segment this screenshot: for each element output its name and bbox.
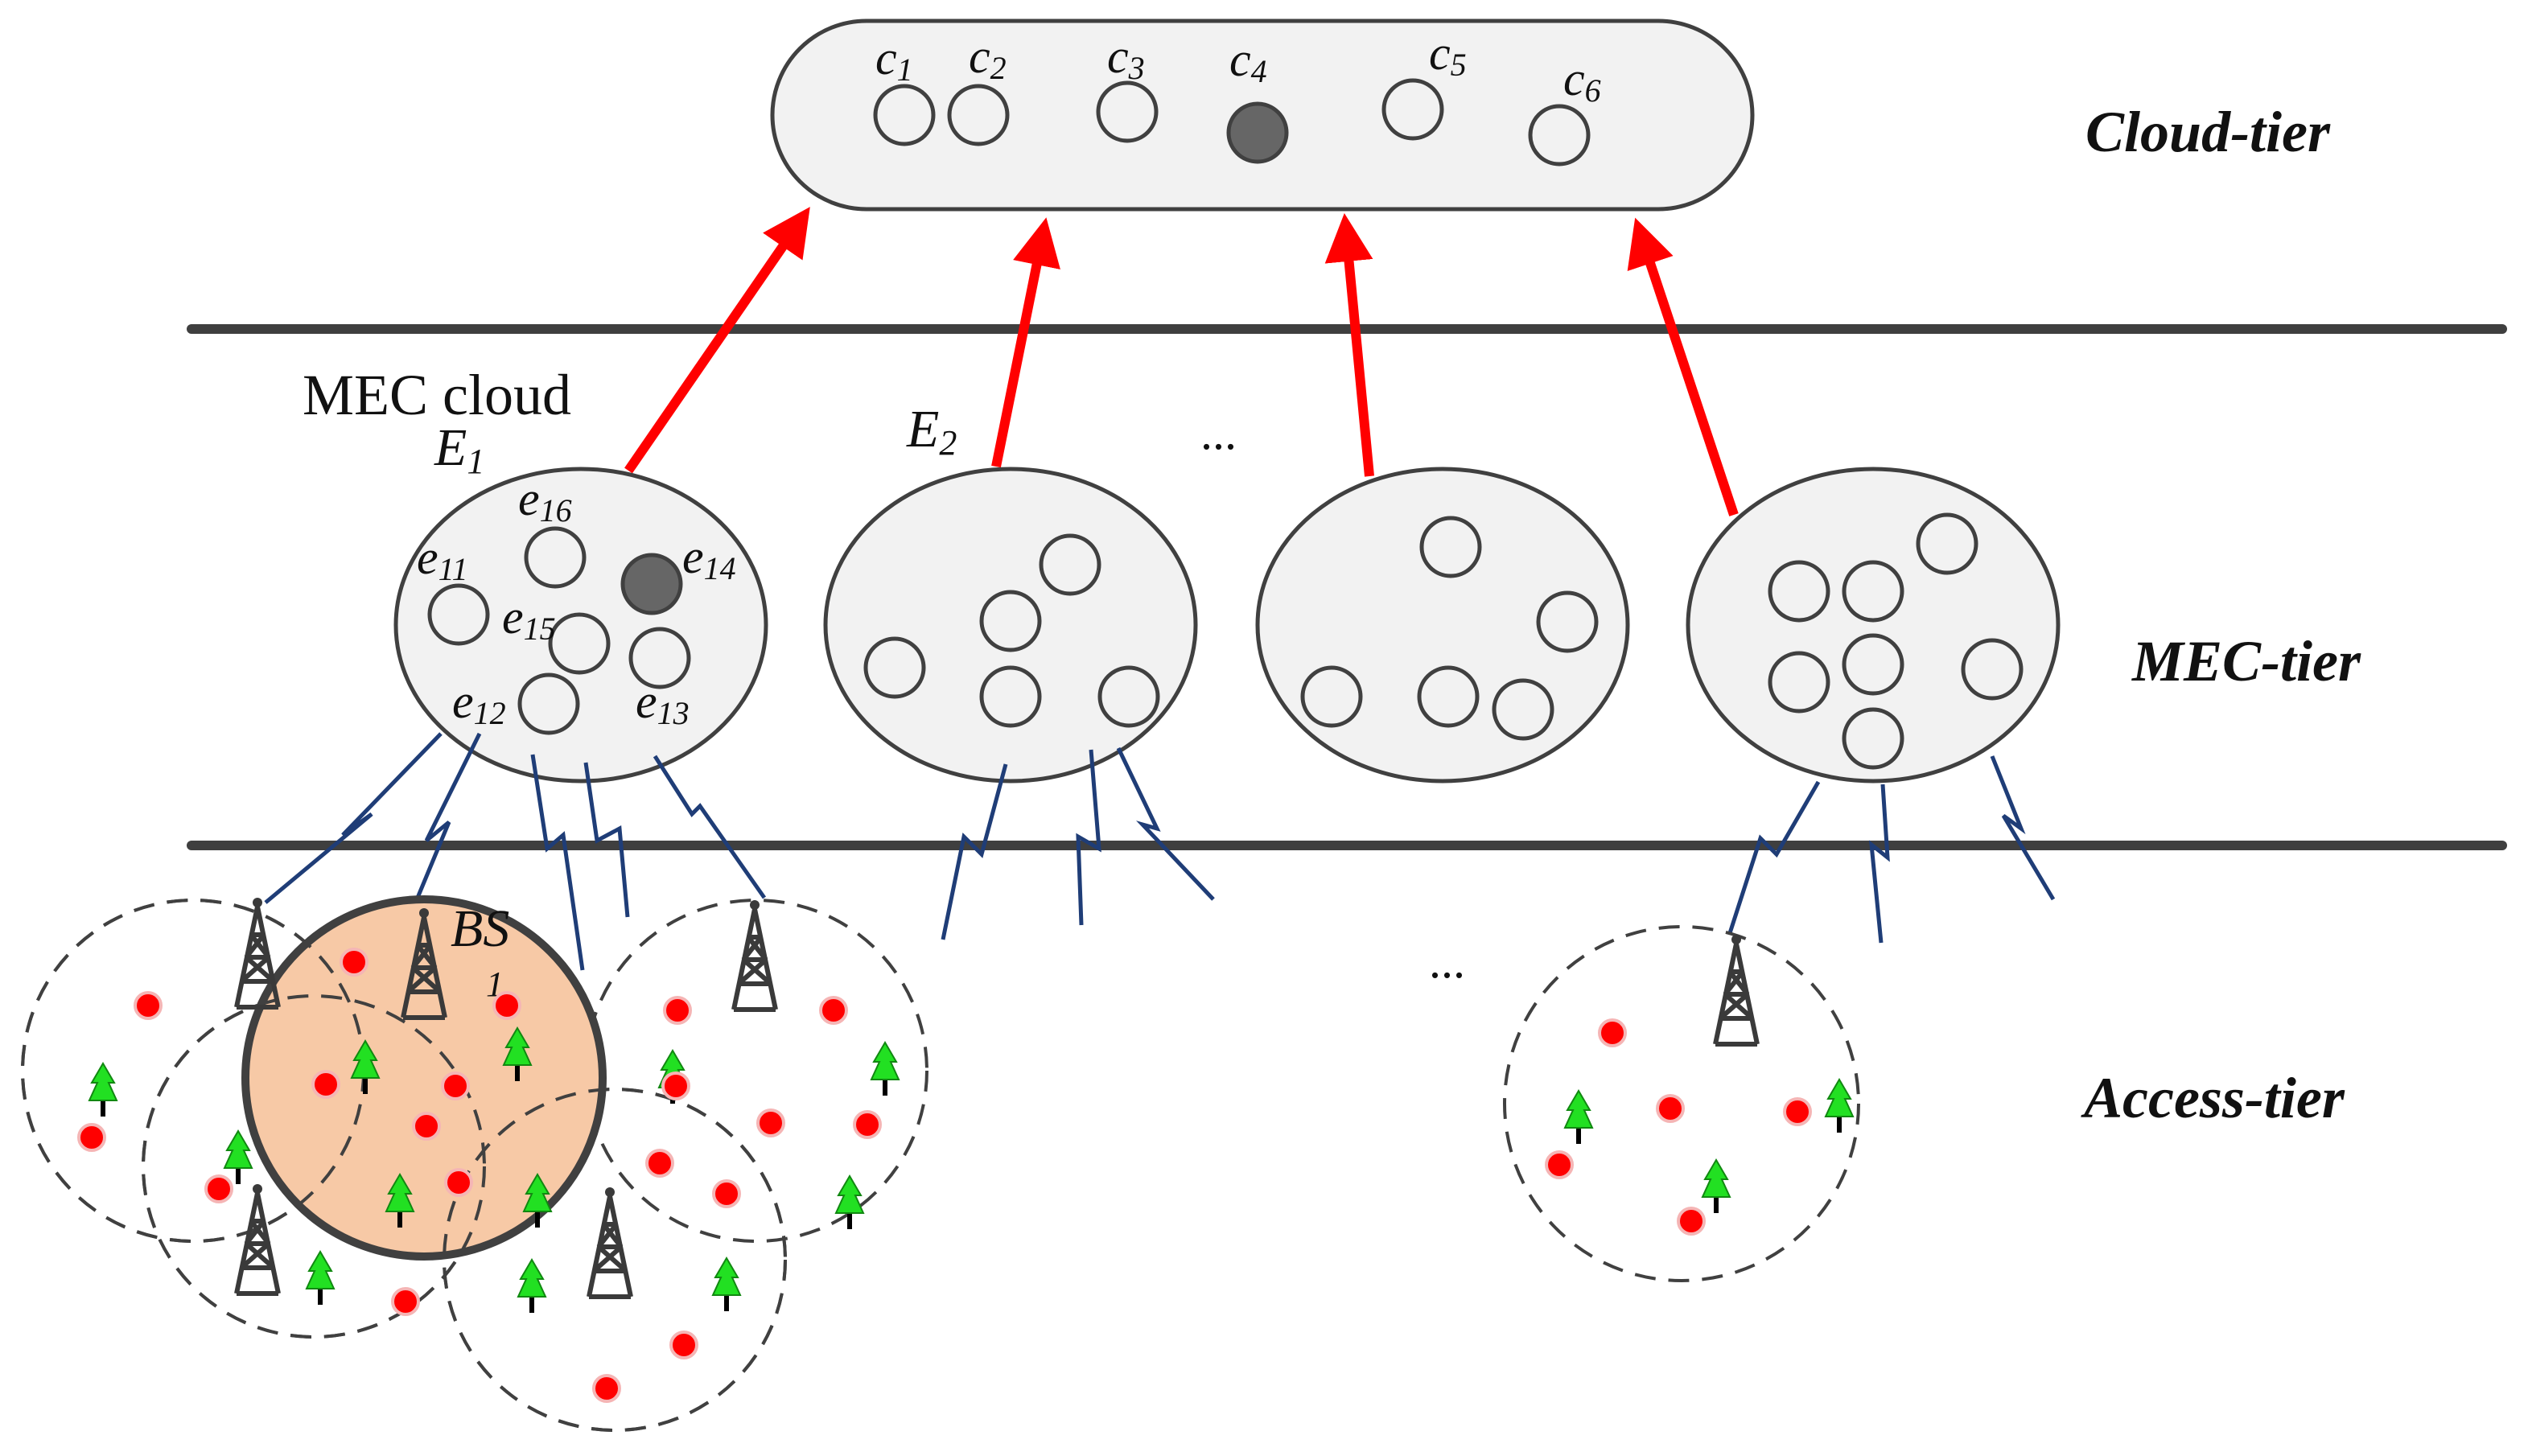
svg-text:c1: c1 bbox=[875, 31, 913, 88]
tier-label-cloud: Cloud-tier bbox=[2085, 100, 2331, 164]
cloud-node-2: c2 bbox=[947, 30, 1010, 146]
edge-node bbox=[1097, 665, 1160, 728]
edge-node bbox=[1842, 707, 1904, 770]
edge-node bbox=[1768, 560, 1830, 623]
edge-node bbox=[979, 665, 1042, 728]
svg-text:c6: c6 bbox=[1563, 52, 1601, 109]
edge-node-e15: e15 bbox=[502, 590, 611, 675]
cloud-node-label: c bbox=[1229, 33, 1251, 86]
cloud-node-1: c1 bbox=[873, 31, 936, 146]
mec-cloud-e3 bbox=[1255, 467, 1630, 784]
edge-node-e14: e14 bbox=[620, 530, 736, 615]
svg-text:c4: c4 bbox=[1229, 33, 1267, 89]
mec-cloud-title: MEC cloud bbox=[303, 363, 571, 427]
edge-node-e12: e12 bbox=[452, 672, 580, 735]
edge-node-e11: e11 bbox=[417, 531, 490, 646]
svg-text:e13: e13 bbox=[636, 675, 690, 731]
uplink-arrow-3 bbox=[1324, 213, 1374, 477]
edge-node bbox=[1039, 533, 1101, 596]
cloud-node-subscript: 2 bbox=[990, 50, 1007, 86]
uplink-arrow-1 bbox=[624, 207, 810, 474]
svg-text:e11: e11 bbox=[417, 531, 468, 587]
svg-text:e15: e15 bbox=[502, 590, 556, 647]
cloud-node-subscript: 1 bbox=[897, 51, 913, 88]
edge-node bbox=[1419, 516, 1482, 578]
cloud-node-subscript: 5 bbox=[1451, 47, 1467, 83]
mec-cloud-label-e2: E2 bbox=[906, 400, 957, 463]
edge-node bbox=[1417, 665, 1480, 728]
mec-cloud-e1: e11 e12 e13 e14 e15 e16 bbox=[393, 467, 768, 784]
mec-cloud-e4 bbox=[1686, 467, 2061, 784]
cloud-node-6: c6 bbox=[1528, 52, 1601, 167]
cloud-datacenter: c1 c2 c3 c4 c5 c6 bbox=[770, 19, 1755, 212]
uplink-arrow-2 bbox=[991, 217, 1060, 468]
uplink-arrow-4 bbox=[1627, 217, 1739, 516]
cloud-node-label: c bbox=[1429, 27, 1451, 80]
edge-node bbox=[1961, 638, 2024, 701]
edge-node bbox=[863, 636, 926, 699]
edge-node bbox=[979, 590, 1042, 652]
cloud-node-4: c4 bbox=[1226, 33, 1289, 164]
svg-text:c3: c3 bbox=[1107, 30, 1145, 86]
access-ellipsis: ... bbox=[1429, 935, 1465, 988]
edge-node bbox=[1842, 560, 1904, 623]
edge-node bbox=[1300, 665, 1363, 728]
edge-node bbox=[1768, 651, 1830, 714]
cloud-node-label: c bbox=[1107, 30, 1129, 83]
edge-node-e13: e13 bbox=[628, 627, 691, 731]
cloud-node-subscript: 4 bbox=[1251, 53, 1267, 89]
mec-cloud-label-e1: E1 bbox=[434, 418, 484, 481]
mec-cloud-e2 bbox=[823, 467, 1198, 784]
cloud-node-subscript: 6 bbox=[1585, 72, 1601, 109]
svg-text:c5: c5 bbox=[1429, 27, 1467, 83]
tier-label-mec: MEC-tier bbox=[2131, 629, 2361, 693]
cloud-node-subscript: 3 bbox=[1128, 50, 1145, 86]
tier-label-access: Access-tier bbox=[2081, 1066, 2345, 1130]
svg-text:e12: e12 bbox=[452, 675, 506, 731]
cloud-node-3: c3 bbox=[1096, 30, 1159, 143]
svg-text:c2: c2 bbox=[969, 30, 1007, 86]
cloud-node-5: c5 bbox=[1381, 27, 1467, 141]
wireless-link-icon bbox=[264, 732, 2056, 974]
mec-ellipsis: ... bbox=[1200, 406, 1237, 459]
edge-node bbox=[1536, 590, 1599, 653]
svg-text:e16: e16 bbox=[518, 472, 572, 529]
edge-node bbox=[1842, 633, 1904, 696]
edge-node bbox=[1492, 678, 1554, 741]
edge-node bbox=[1916, 512, 1978, 575]
svg-text:e14: e14 bbox=[682, 530, 736, 586]
cloud-node-label: c bbox=[969, 30, 990, 83]
edge-node-e16: e16 bbox=[518, 472, 587, 589]
cloud-node-label: c bbox=[875, 31, 897, 84]
cloud-node-label: c bbox=[1563, 52, 1585, 105]
